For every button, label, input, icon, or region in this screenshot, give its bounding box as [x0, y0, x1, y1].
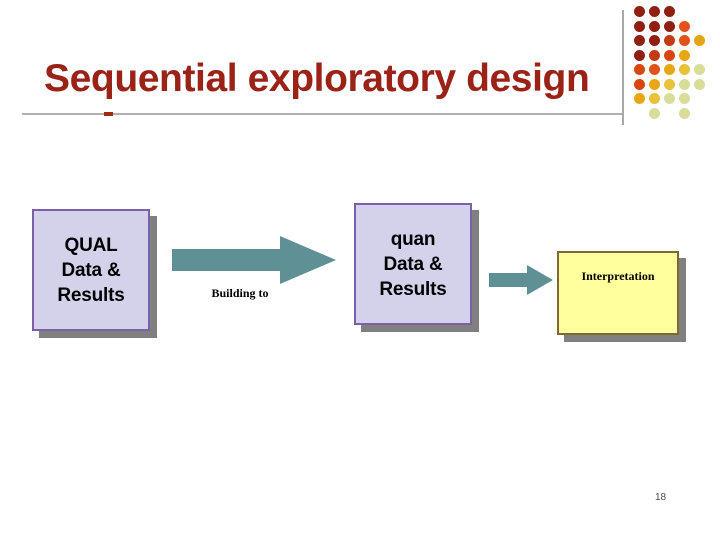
box-label-quan-line1: quan: [390, 228, 436, 250]
decorative-dot: [664, 64, 675, 75]
box-label-quan-line3: Results: [379, 278, 447, 300]
box-face: QUAL Data & Results: [32, 209, 150, 331]
decorative-dot-grid: [634, 6, 720, 122]
box-face: Interpretation: [557, 251, 679, 335]
box-label-quan-line2: Data &: [383, 253, 443, 275]
page-number: 18: [655, 492, 667, 503]
decorative-dot: [679, 20, 690, 32]
arrow-building-to: [172, 236, 336, 284]
decorative-dot: [649, 64, 660, 75]
title-divider-rule: [22, 113, 623, 115]
box-label-interpretation: Interpretation: [581, 269, 655, 283]
flow-box-interpretation: Interpretation: [557, 251, 686, 342]
decorative-dot: [649, 93, 660, 104]
decorative-dot: [679, 49, 690, 61]
decorative-dot: [679, 78, 690, 90]
page-title: Sequential exploratory design: [44, 57, 590, 100]
decorative-dot: [649, 20, 660, 32]
header-vertical-rule: [622, 10, 624, 125]
decorative-dot: [634, 93, 645, 104]
decorative-dot: [679, 35, 690, 46]
decorative-dot: [664, 49, 675, 61]
decorative-dot: [679, 93, 690, 104]
decorative-dot: [664, 78, 675, 90]
decorative-dot: [649, 6, 660, 17]
arrow-label-building-to: Building to: [211, 286, 269, 300]
decorative-dot: [664, 93, 675, 104]
decorative-dot: [694, 35, 705, 46]
decorative-dot: [664, 35, 675, 46]
decorative-dot: [634, 35, 645, 46]
box-label-qual-line1: QUAL: [64, 234, 118, 256]
title-divider-accent: [104, 112, 113, 116]
arrow-to-interpretation: [489, 265, 553, 295]
decorative-dot: [679, 64, 690, 75]
decorative-dot: [664, 20, 675, 32]
decorative-dot: [634, 64, 645, 75]
flow-box-quan: quan Data & Results: [354, 203, 479, 332]
decorative-dot: [634, 6, 645, 17]
decorative-dot: [634, 49, 645, 61]
box-label-qual-line2: Data &: [61, 259, 121, 281]
box-label-qual-line3: Results: [57, 284, 125, 306]
decorative-dot: [649, 107, 660, 119]
decorative-dot: [649, 49, 660, 61]
decorative-dot: [634, 78, 645, 90]
decorative-dot: [634, 20, 645, 32]
decorative-dot: [679, 107, 690, 119]
decorative-dot: [649, 35, 660, 46]
decorative-dot: [649, 78, 660, 90]
box-face: quan Data & Results: [354, 203, 472, 325]
flow-box-qual: QUAL Data & Results: [32, 209, 157, 338]
decorative-dot: [694, 64, 705, 75]
decorative-dot: [664, 6, 675, 17]
decorative-dot: [694, 78, 705, 90]
